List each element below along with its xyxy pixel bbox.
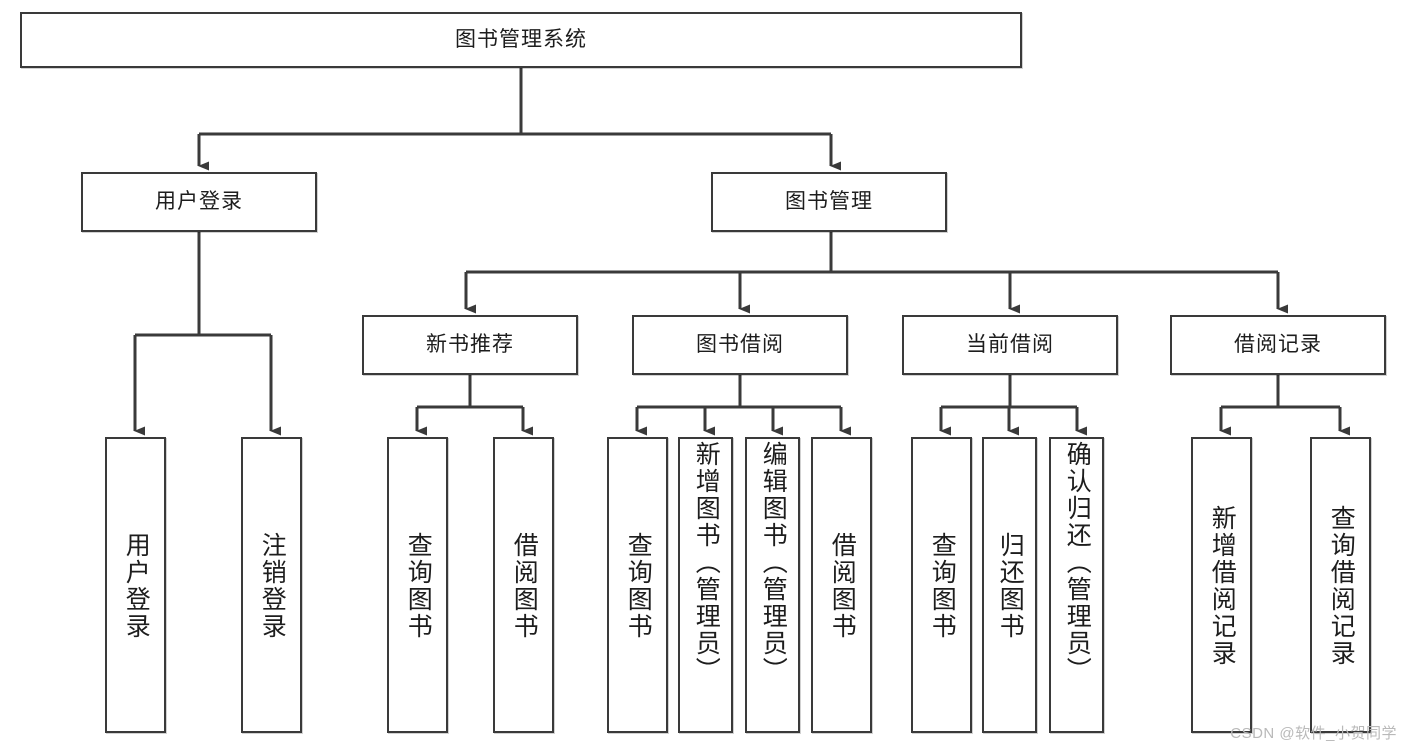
- node-label: 确认归还（管理员）: [1063, 441, 1092, 684]
- node-label: 新书推荐: [426, 333, 514, 357]
- node-label: 图书管理: [785, 190, 873, 214]
- csdn-watermark: CSDN @软件_小贺同学: [1230, 725, 1397, 742]
- node-label: 查询图书: [928, 532, 957, 640]
- edge-book-borrow-to-leaves: [635, 375, 851, 436]
- leaf-recommend-borrow-book[interactable]: 借阅图书: [493, 437, 554, 733]
- node-label: 借阅图书: [828, 532, 857, 640]
- node-new-book-recommend[interactable]: 新书推荐: [362, 315, 578, 375]
- leaf-user-login[interactable]: 用户登录: [105, 437, 166, 733]
- node-current-borrow[interactable]: 当前借阅: [902, 315, 1118, 375]
- leaf-borrow-edit-book-admin[interactable]: 编辑图书（管理员）: [745, 437, 800, 733]
- node-label: 新增借阅记录: [1208, 505, 1237, 667]
- leaf-borrow-query-book[interactable]: 查询图书: [607, 437, 668, 733]
- node-root-system[interactable]: 图书管理系统: [20, 12, 1022, 68]
- edge-root-to-level1: [197, 68, 841, 171]
- leaf-current-return-book[interactable]: 归还图书: [982, 437, 1037, 733]
- node-label: 查询图书: [624, 532, 653, 640]
- leaf-current-confirm-return-admin[interactable]: 确认归还（管理员）: [1049, 437, 1104, 733]
- leaf-record-add-borrow-record[interactable]: 新增借阅记录: [1191, 437, 1252, 733]
- node-label: 查询借阅记录: [1327, 505, 1356, 667]
- edge-user-login-to-leaves: [133, 232, 281, 436]
- node-user-login[interactable]: 用户登录: [81, 172, 317, 232]
- leaf-user-logout[interactable]: 注销登录: [241, 437, 302, 733]
- node-label: 查询图书: [404, 532, 433, 640]
- node-label: 编辑图书（管理员）: [759, 441, 788, 684]
- node-label: 用户登录: [155, 190, 243, 214]
- node-label: 注销登录: [258, 532, 287, 640]
- leaf-recommend-query-book[interactable]: 查询图书: [387, 437, 448, 733]
- leaf-current-query-book[interactable]: 查询图书: [911, 437, 972, 733]
- leaf-borrow-add-book-admin[interactable]: 新增图书（管理员）: [678, 437, 733, 733]
- node-label: 归还图书: [996, 532, 1025, 640]
- edge-book-manage-to-level2: [464, 232, 1288, 314]
- node-label: 借阅图书: [510, 532, 539, 640]
- node-label: 图书借阅: [696, 333, 784, 357]
- node-label: 新增图书（管理员）: [692, 441, 721, 684]
- node-label: 借阅记录: [1234, 333, 1322, 357]
- node-label: 当前借阅: [966, 333, 1054, 357]
- edge-current-borrow-to-leaves: [939, 375, 1087, 436]
- node-label: 图书管理系统: [455, 28, 587, 52]
- leaf-record-query-borrow-record[interactable]: 查询借阅记录: [1310, 437, 1371, 733]
- node-book-manage[interactable]: 图书管理: [711, 172, 947, 232]
- node-label: 用户登录: [122, 532, 151, 640]
- edge-borrow-record-to-leaves: [1219, 375, 1350, 436]
- node-borrow-record[interactable]: 借阅记录: [1170, 315, 1386, 375]
- node-book-borrow[interactable]: 图书借阅: [632, 315, 848, 375]
- edge-new-book-rec-to-leaves: [415, 375, 533, 436]
- leaf-borrow-borrow-book[interactable]: 借阅图书: [811, 437, 872, 733]
